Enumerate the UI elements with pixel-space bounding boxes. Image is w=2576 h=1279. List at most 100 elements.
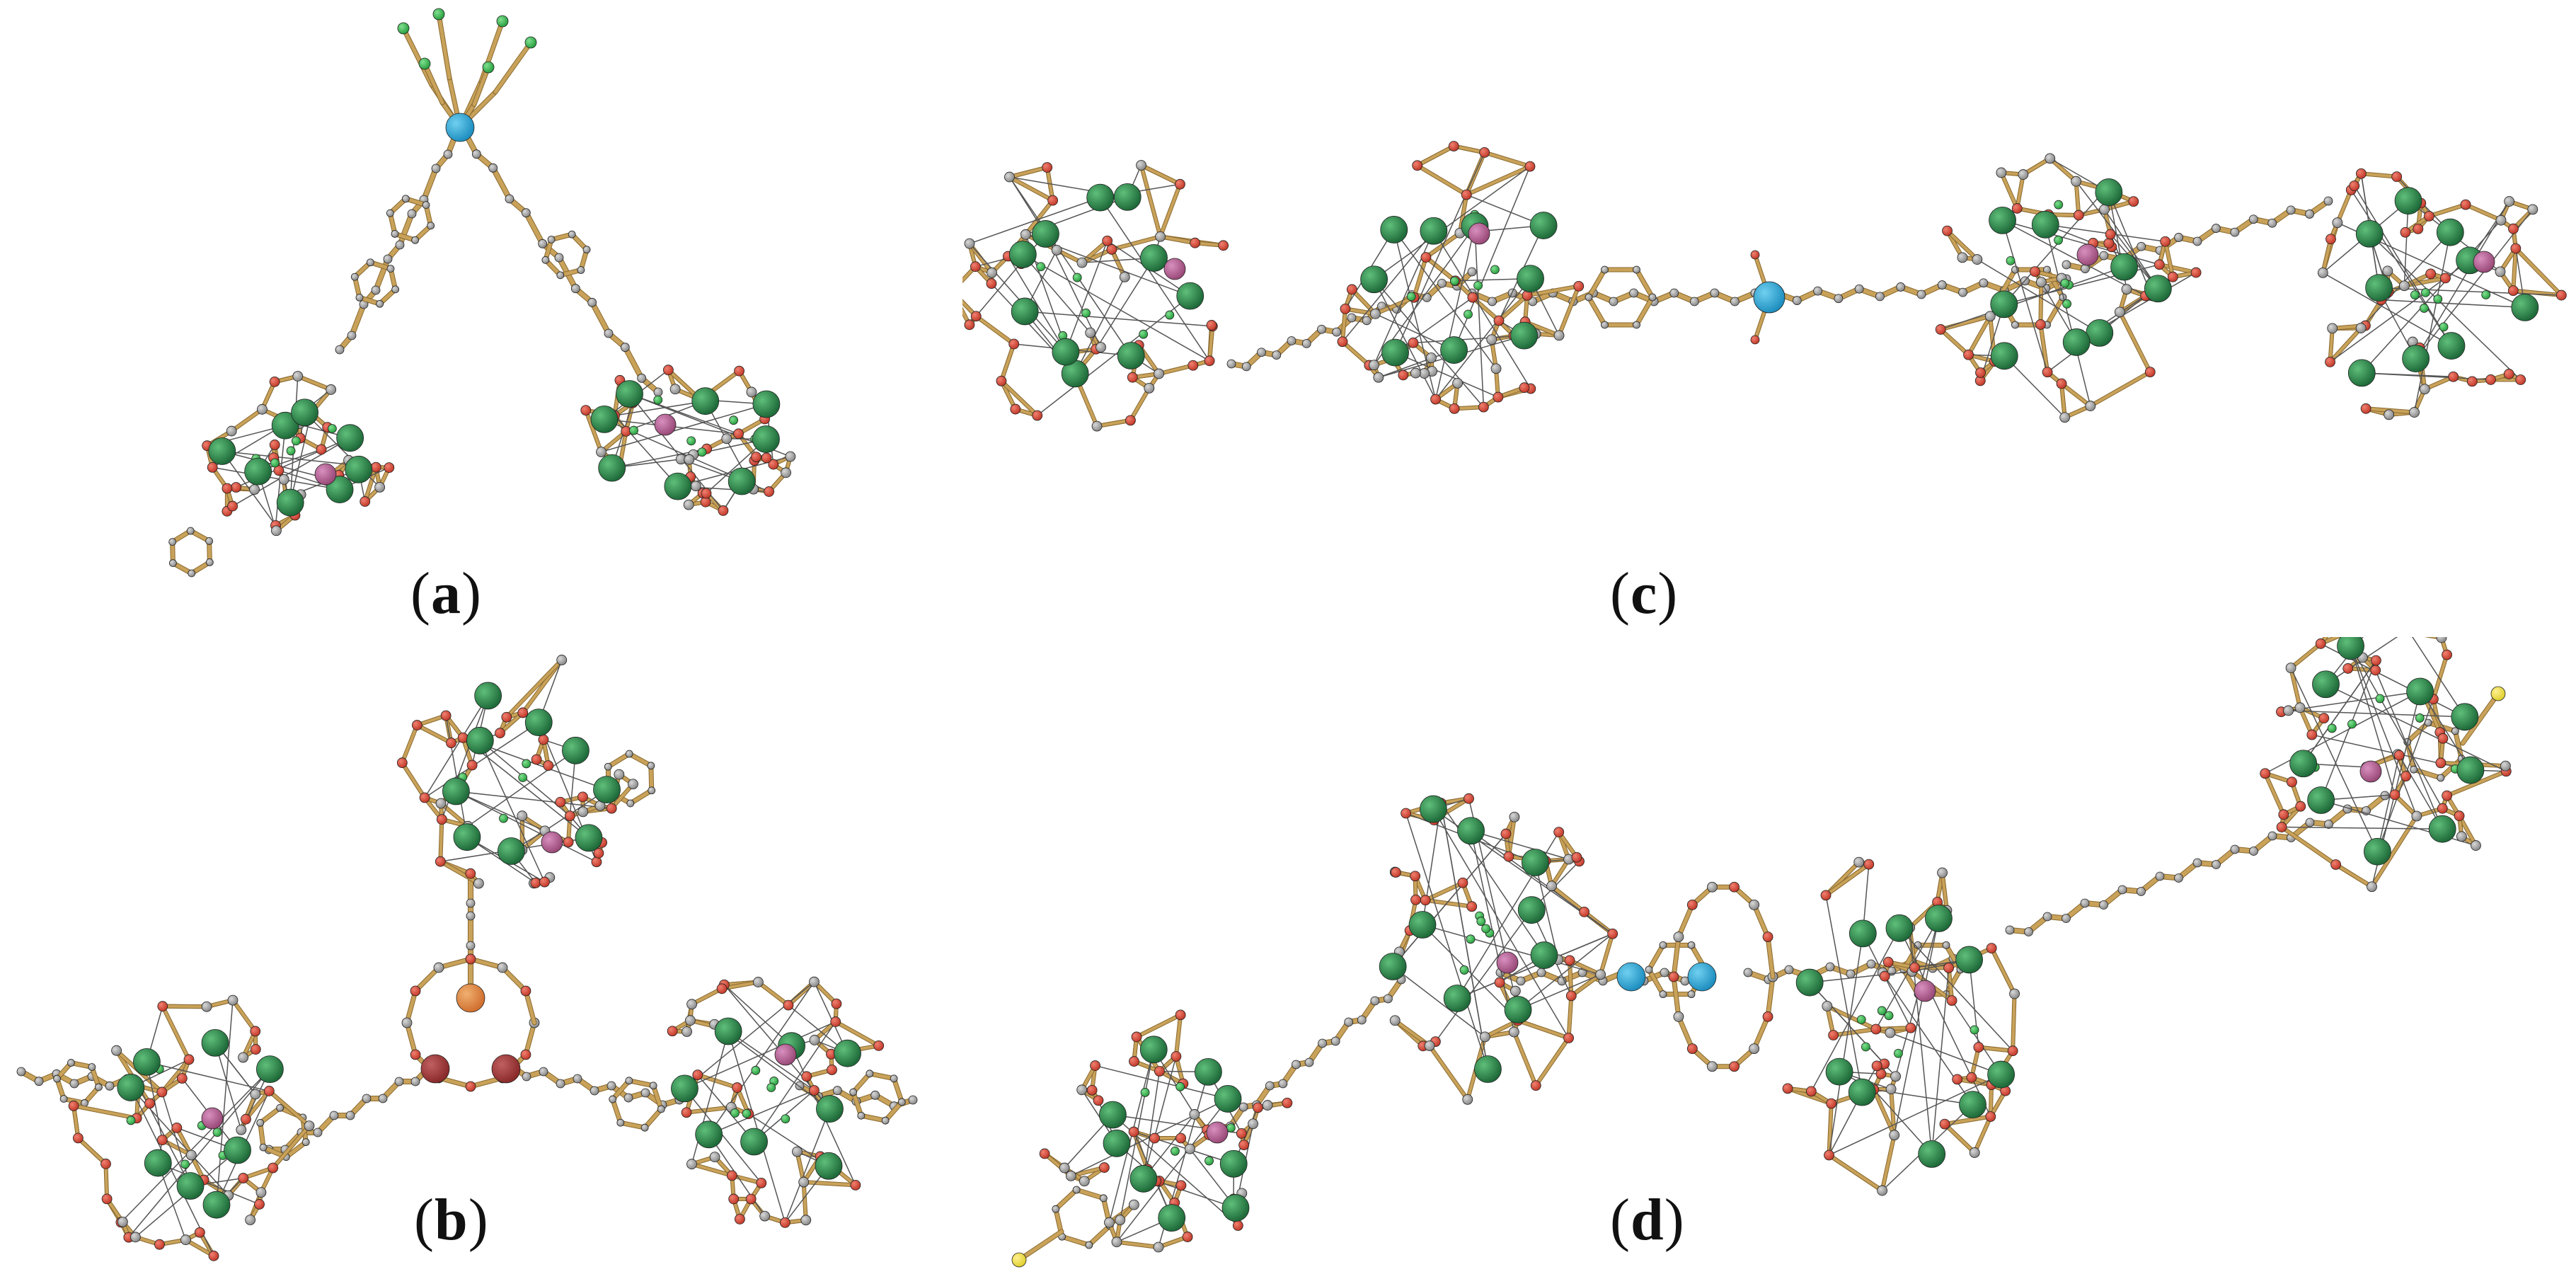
ring-atom <box>1942 941 1950 949</box>
linker-atom <box>1384 994 1393 1004</box>
carbon-atom <box>111 1045 122 1056</box>
carbon-atom <box>2045 153 2056 164</box>
oxygen-atom <box>733 428 744 440</box>
oxygen-atom <box>360 496 371 507</box>
bond <box>590 300 611 335</box>
linker-atom <box>1813 286 1822 296</box>
metal-atom-green <box>2365 274 2393 302</box>
bond <box>284 1140 308 1159</box>
oxygen-atom <box>208 1250 219 1261</box>
oxygen-atom <box>254 1199 265 1210</box>
ring-atom <box>1052 1205 1060 1213</box>
linker-atom <box>1784 965 1794 975</box>
carbon-atom <box>2504 196 2515 207</box>
linker-atom <box>371 285 381 295</box>
oxygen-atom <box>517 707 529 718</box>
linker-atom <box>2305 210 2314 219</box>
linker-atom <box>1896 282 1906 292</box>
oxygen-atom <box>577 791 588 803</box>
oxygen-atom <box>2306 729 2318 740</box>
linker-atom <box>1272 350 1282 360</box>
coordination-bond <box>1374 166 1531 280</box>
coordination-bond <box>2288 691 2420 711</box>
carbon-atom <box>1452 377 1464 389</box>
coordination-bond <box>1374 279 1484 408</box>
oxygen-atom <box>1398 369 1409 381</box>
oxygen-atom <box>101 1193 113 1205</box>
coordination-bond <box>2003 188 2106 305</box>
oxygen-atom <box>2391 171 2403 183</box>
oxygen-atom <box>2466 376 2478 387</box>
ring-atom <box>890 1074 898 1083</box>
oxygen-atom <box>100 1158 111 1169</box>
coordination-bond <box>708 1089 815 1135</box>
small-green-atom <box>180 1159 190 1169</box>
linker-atom <box>1278 1079 1288 1089</box>
ring-atom <box>1687 941 1696 949</box>
carbon-atom <box>759 1210 771 1222</box>
ring-atom <box>366 258 374 267</box>
bond <box>230 408 264 433</box>
oxygen-atom <box>2144 367 2156 378</box>
bond <box>2426 721 2457 733</box>
coordination-bond <box>1074 277 1125 374</box>
linker-atom <box>69 1079 79 1089</box>
oxygen-atom <box>2330 859 2342 870</box>
metal-atom-pink <box>1206 1121 1229 1144</box>
bond <box>1677 1014 1694 1051</box>
metal-atom-green <box>1522 849 1549 876</box>
linker-atom <box>1792 296 1802 305</box>
bond <box>1158 183 1182 239</box>
ring-atom <box>2451 727 2459 735</box>
bond <box>258 1106 282 1125</box>
oxygen-atom <box>171 1122 183 1133</box>
carbon-atom <box>1389 1015 1401 1026</box>
coordination-bond <box>212 466 340 491</box>
oxygen-atom <box>1750 335 1760 345</box>
oxygen-atom <box>543 760 554 772</box>
metal-atom-green <box>2289 750 2318 778</box>
ring-atom <box>186 527 195 535</box>
bond <box>271 1124 311 1170</box>
bond <box>1874 1026 1912 1031</box>
oxygen-atom <box>2510 243 2522 254</box>
coordination-bond <box>629 393 739 435</box>
bond <box>1158 235 1197 245</box>
oxygen-atom <box>1943 962 1955 973</box>
bond <box>2514 247 2563 297</box>
carbon-atom <box>433 962 444 973</box>
coordination-bond <box>2350 646 2396 795</box>
carbon-atom <box>250 1089 261 1100</box>
metal-atom-green <box>2406 677 2434 706</box>
metal-atom-blue <box>1616 962 1646 992</box>
oxygen-atom <box>465 868 476 879</box>
small-green-atom <box>1894 1048 1903 1058</box>
oxygen-atom <box>2371 655 2381 666</box>
small-green-atom <box>1490 265 1500 275</box>
carbon-atom <box>1957 252 1968 263</box>
linker-atom <box>2174 233 2183 242</box>
carbon-atom <box>1996 167 2007 178</box>
oxygen-atom <box>466 759 478 771</box>
carbon-atom <box>709 1152 720 1163</box>
coordination-bond <box>120 1069 270 1223</box>
oxygen-atom <box>1762 1011 1773 1022</box>
oxygen-atom <box>726 1170 737 1181</box>
oxygen-atom <box>850 1180 861 1191</box>
bond <box>1497 294 1529 323</box>
oxygen-atom <box>1493 315 1505 326</box>
metal-atom-green <box>2095 178 2123 206</box>
oxygen-atom <box>1519 382 1530 394</box>
linker-atom <box>1241 362 1251 372</box>
carbon-atom <box>556 655 568 665</box>
bond <box>72 1104 139 1120</box>
metal-atom-green <box>244 457 272 486</box>
bond <box>1129 386 1151 422</box>
bond <box>1008 166 1049 179</box>
oxygen-atom <box>538 734 549 745</box>
bond <box>1483 151 1531 168</box>
bond <box>2319 637 2328 646</box>
bond <box>437 957 473 970</box>
metal-atom-green <box>752 425 780 453</box>
bond <box>439 802 470 828</box>
